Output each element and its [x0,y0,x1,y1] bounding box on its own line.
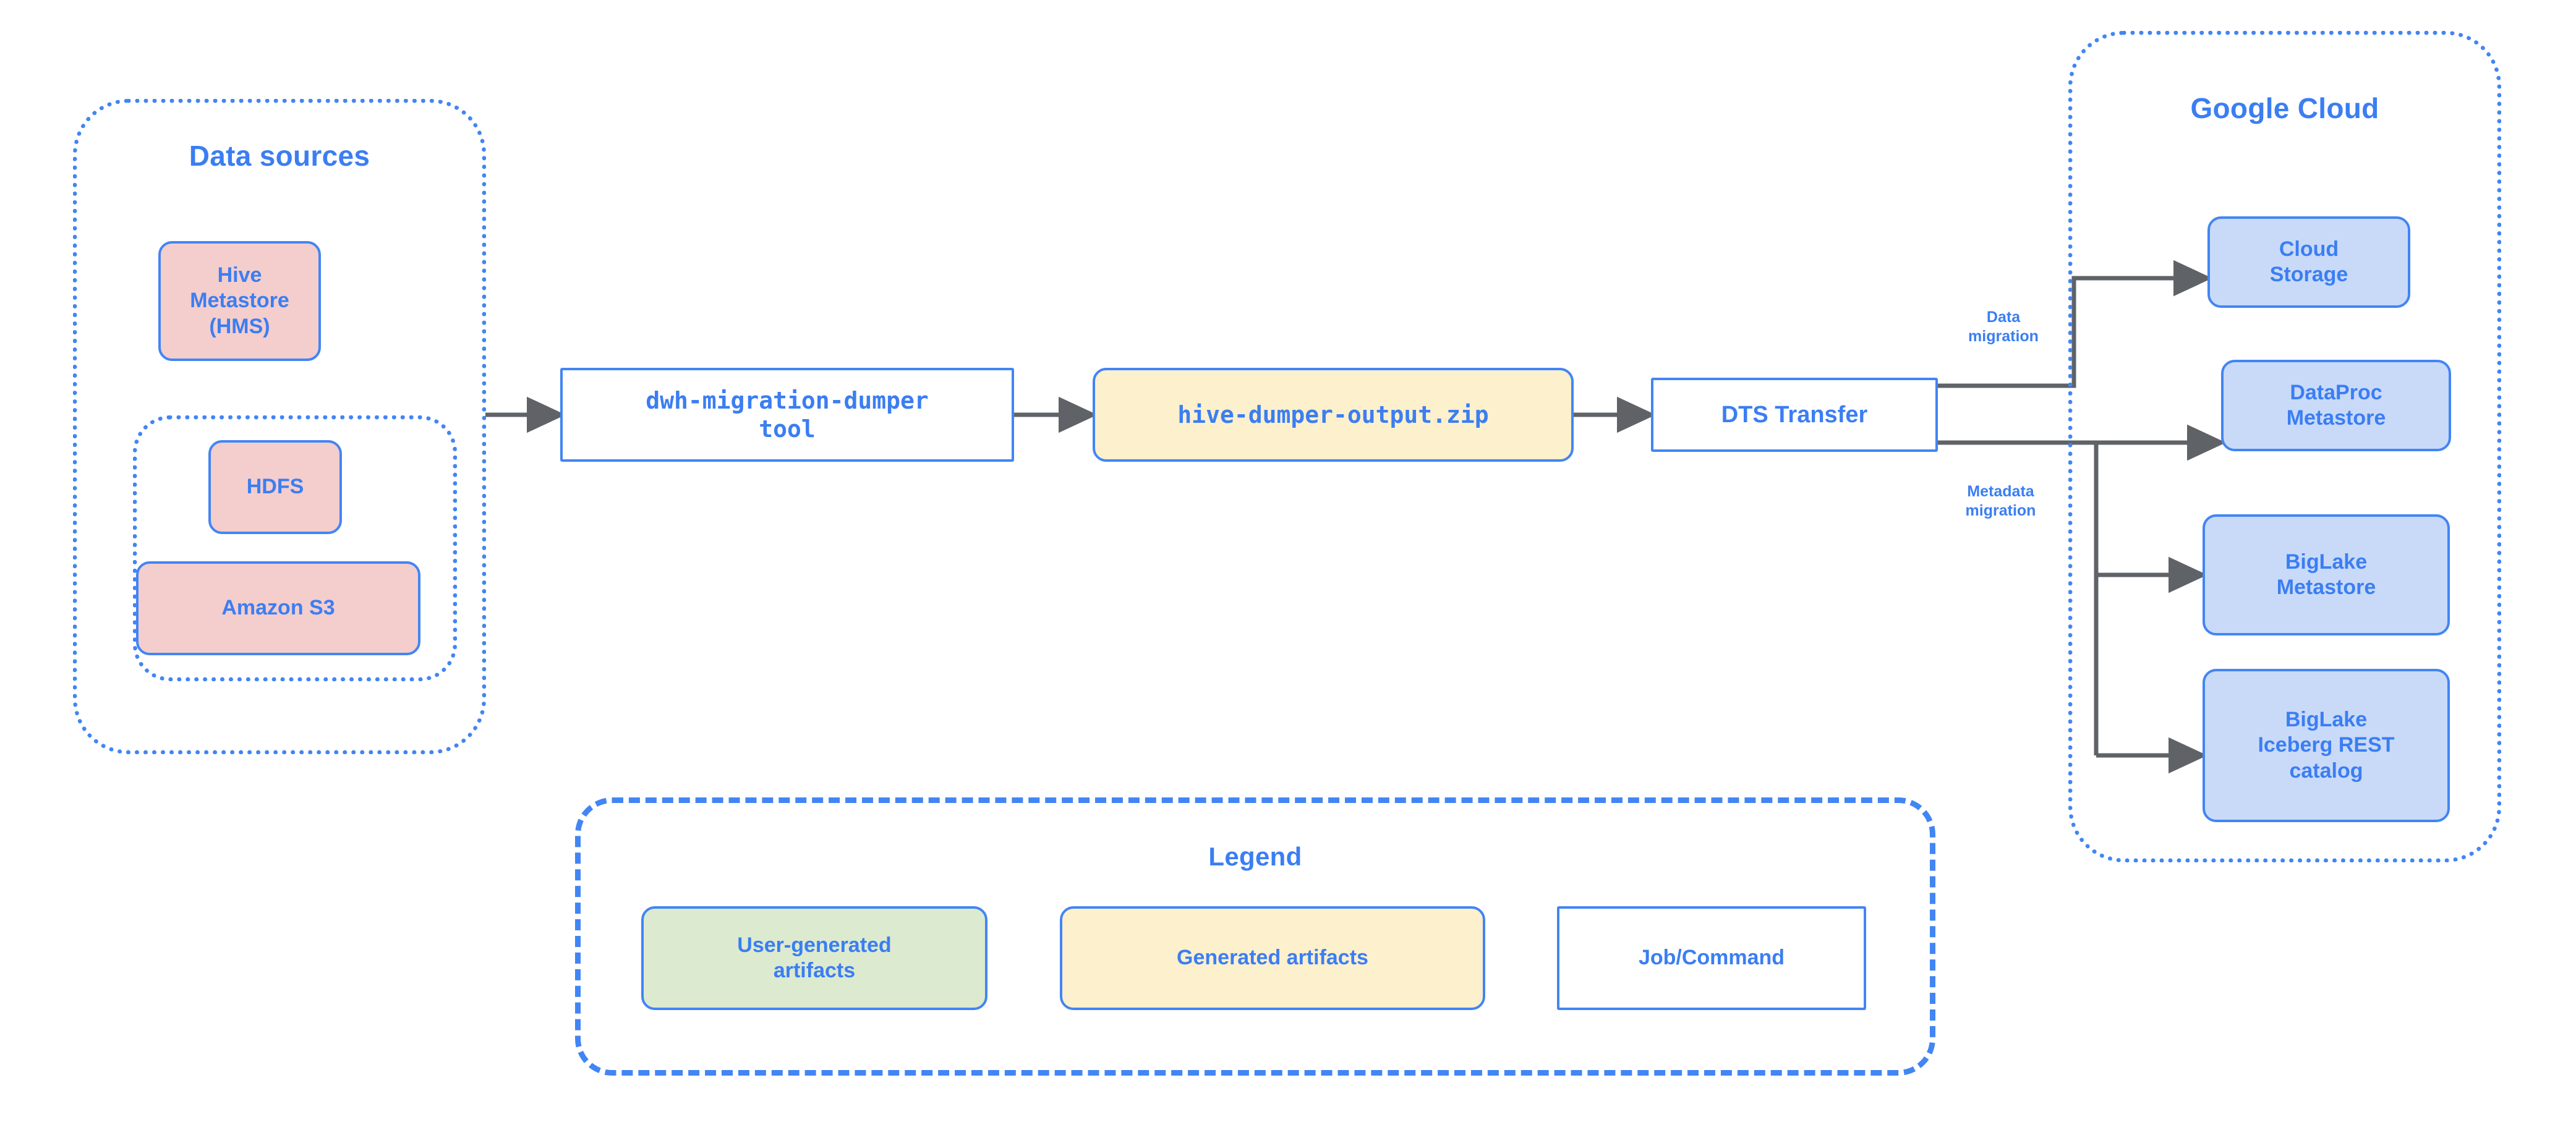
node-biglake-metastore[interactable]: BigLake Metastore [2203,514,2450,635]
edge-label-data-migration: Data migration [1968,308,2039,346]
legend-title: Legend [1208,842,1302,871]
legend-swatch-job-command[interactable]: Job/Command [1557,906,1866,1010]
node-hive-dumper-output-zip[interactable]: hive-dumper-output.zip [1093,368,1574,462]
legend-group [575,797,1935,1076]
edge-label-metadata-migration: Metadata migration [1965,483,2036,520]
node-dts-transfer[interactable]: DTS Transfer [1651,378,1938,452]
node-dataproc-metastore[interactable]: DataProc Metastore [2221,360,2451,451]
google-cloud-title: Google Cloud [2190,92,2379,124]
google-cloud-group [2068,31,2501,862]
node-biglake-iceberg-rest-catalog[interactable]: BigLake Iceberg REST catalog [2203,669,2450,822]
data-storage-subgroup [133,415,457,681]
data-sources-group [73,99,486,754]
data-sources-title: Data sources [189,140,370,172]
node-dwh-migration-dumper-tool[interactable]: dwh-migration-dumper tool [560,368,1014,462]
node-amazon-s3[interactable]: Amazon S3 [136,561,420,655]
node-hdfs[interactable]: HDFS [208,440,342,534]
legend-swatch-user-generated-artifacts[interactable]: User-generated artifacts [641,906,987,1010]
node-hive-metastore[interactable]: Hive Metastore (HMS) [158,241,321,361]
node-cloud-storage[interactable]: Cloud Storage [2207,216,2410,308]
legend-swatch-generated-artifacts[interactable]: Generated artifacts [1060,906,1485,1010]
